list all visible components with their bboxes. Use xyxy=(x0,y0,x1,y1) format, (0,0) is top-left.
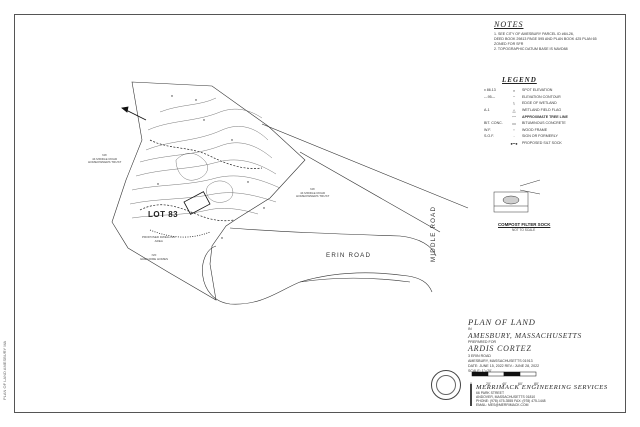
pavement-icon: ▭ xyxy=(512,120,516,126)
scale-tick: 0 xyxy=(470,381,472,386)
legend-symbol: ---95--- xyxy=(484,94,496,99)
legend-row: BIT. CONC. ▭ BITUMINOUS CONCRETE xyxy=(484,120,624,127)
lot-label: LOT 83 xyxy=(148,210,179,219)
abutter-label-right: N/F 44 MIDDLE ROAD HOMEOWNERS TRUST xyxy=(296,187,330,199)
scale-tick-labels: 0 20' 40' 60' 80' xyxy=(468,382,624,388)
notes-line: 2. TOPOGRAPHIC DATUM BASE IS NAVD88 xyxy=(494,47,568,51)
firm-line: EMAIL: MES@MERRIMACK.COM xyxy=(476,403,529,408)
legend-description: SIGN OR FORMERLY xyxy=(522,134,558,139)
silt-sock-line xyxy=(149,229,211,238)
legend-row: ⁓ APPROXIMATE TREE LINE xyxy=(484,113,624,120)
legend-description: EDGE OF WETLAND xyxy=(522,101,557,106)
contour-lines xyxy=(129,97,281,219)
silt-sock-icon: ●━● xyxy=(510,140,518,146)
legend-description: APPROXIMATE TREE LINE xyxy=(522,114,568,119)
notes-line: DEED BOOK 29813 PAGE 595 AND PLAN BOOK 4… xyxy=(494,37,597,41)
proposed-dwelling xyxy=(183,191,211,215)
north-arrow xyxy=(121,106,147,121)
plan-city: AMESBURY, MASSACHUSETTS xyxy=(468,331,582,340)
tree-line xyxy=(139,139,263,222)
plan-title: PLAN OF LAND xyxy=(468,317,536,327)
notes-line: 1. SEE CITY OF AMESBURY PARCEL ID #84-26… xyxy=(494,32,574,36)
legend-description: BITUMINOUS CONCRETE xyxy=(522,121,566,126)
firm-block: MERRIMACK ENGINEERING SERVICES 66 PARK S… xyxy=(470,384,622,408)
proposed-dwelling-label: PROPOSED DWELLING AREA xyxy=(142,235,176,243)
abutter-label-left: N/F 44 MIDDLE ROAD HOMEOWNERS TRUST xyxy=(88,153,122,165)
detail-subtitle: NOT TO SCALE xyxy=(512,228,536,232)
legend-symbol: A-1 xyxy=(484,108,490,113)
firm-name: MERRIMACK ENGINEERING SERVICES xyxy=(476,384,608,391)
property-boundary xyxy=(111,81,306,301)
owner-name: ARDIS CORTEZ xyxy=(468,344,532,353)
notes-heading: NOTES xyxy=(494,20,524,29)
notes-line: ZONED FOR SFR xyxy=(494,42,524,46)
compost-filter-sock-detail xyxy=(493,179,541,213)
erin-road-label: ERIN ROAD xyxy=(326,252,372,259)
legend-row: ●━● PROPOSED SILT SOCK xyxy=(484,140,624,147)
middle-road-edge-1 xyxy=(261,123,469,209)
engineer-stamp xyxy=(431,370,461,400)
legend-symbol: W.F. xyxy=(484,127,491,132)
plan-scale: SCALE: 1"=20' xyxy=(468,368,492,373)
tree-line-icon: ⁓ xyxy=(512,114,516,120)
firm-line: PHONE: (978) 475-3555 FAX: (978) 475-144… xyxy=(476,399,546,404)
legend-symbol: x 86.13 xyxy=(484,88,496,93)
scale-tick: 80' xyxy=(534,381,539,386)
legend-description: PROPOSED SILT SOCK xyxy=(522,141,562,146)
legend-description: SPOT ELEVATION xyxy=(522,88,553,93)
title-block: PLAN OF LAND IN AMESBURY, MASSACHUSETTS … xyxy=(468,318,624,388)
detail-title: COMPOST FILTER SOCK xyxy=(498,222,551,227)
legend-description: WETLAND FIELD FLAG xyxy=(522,108,562,113)
scale-tick: 40' xyxy=(502,381,507,386)
scale-tick: 20' xyxy=(486,381,491,386)
plan-in: IN xyxy=(468,327,472,331)
legend-symbol: S.O.F. xyxy=(484,134,494,139)
sign-icon: · xyxy=(513,133,515,139)
middle-road-label: MIDDLE ROAD xyxy=(430,205,437,262)
legend-row: S.O.F. · SIGN OR FORMERLY xyxy=(484,133,624,140)
sheet-border xyxy=(14,14,626,413)
legend-heading: LEGEND xyxy=(502,76,537,84)
prepared-for: PREPARED FOR xyxy=(468,340,497,344)
firm-line: 66 PARK STREET xyxy=(476,391,505,395)
contour-line-icon: ~ xyxy=(512,94,516,100)
owner-address-2: AMESBURY, MASSACHUSETTS 01913 xyxy=(468,358,533,363)
spot-elevations xyxy=(157,95,265,239)
owner-address-1: 3 ERIN ROAD xyxy=(468,353,491,358)
legend-description: WOOD FRAME xyxy=(522,127,548,132)
erin-road-edge-south xyxy=(299,277,411,283)
legend-row: ⌇ EDGE OF WETLAND xyxy=(484,100,624,107)
legend-description: ELEVATION CONTOUR xyxy=(522,94,561,99)
erin-road-edge-north xyxy=(229,227,437,257)
middle-road-edge-2 xyxy=(299,151,441,233)
notes-section: NOTES 1. SEE CITY OF AMESBURY PARCEL ID … xyxy=(494,20,622,52)
legend-section: LEGEND x 86.13 × SPOT ELEVATION ---95---… xyxy=(484,76,624,146)
spot-elevation-icon: × xyxy=(512,87,516,93)
scale-tick: 60' xyxy=(518,381,523,386)
erin-road-cul-de-sac xyxy=(202,245,433,305)
wetland-edge-icon: ⌇ xyxy=(513,100,515,106)
legend-row: A-1 △ WETLAND FIELD FLAG xyxy=(484,107,624,114)
firm-line: ANDOVER, MASSACHUSETTS 01810 xyxy=(476,395,536,400)
legend-row: ---95--- ~ ELEVATION CONTOUR xyxy=(484,94,624,101)
graphic-scale xyxy=(471,371,537,377)
legend-symbol: BIT. CONC. xyxy=(484,121,503,126)
abutter-label-bottom: N/F GREGOIRE HOMES xyxy=(140,253,169,261)
plan-date: DATE: JUNE 15, 2022 REV.: JUNE 28, 2022 xyxy=(468,363,540,368)
legend-row: W.F. ▫ WOOD FRAME xyxy=(484,127,624,134)
wood-frame-icon: ▫ xyxy=(513,127,515,133)
wetland-flag-icon: △ xyxy=(512,107,516,113)
legend-row: x 86.13 × SPOT ELEVATION xyxy=(484,87,624,94)
